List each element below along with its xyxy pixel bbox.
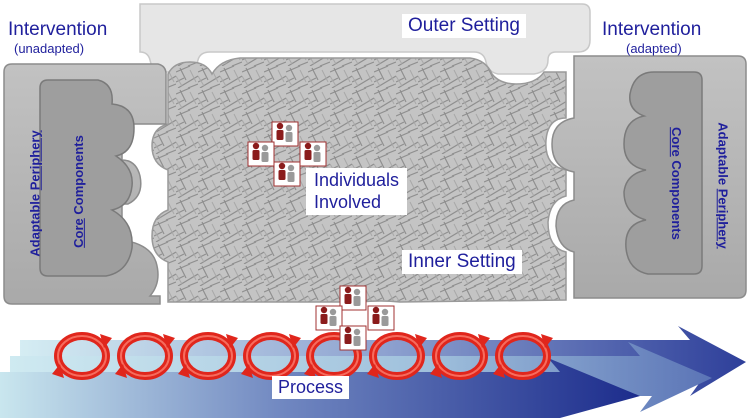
cycle-ring: [52, 332, 112, 380]
intervention-left-title: Intervention: [8, 19, 108, 40]
people-group-bottom: [315, 285, 395, 351]
person-icon: [261, 144, 269, 162]
cycle-ring: [178, 332, 238, 380]
individuals-line-1: Individuals: [314, 170, 400, 190]
person-icon: [320, 306, 328, 324]
right-core-components-label: Core Components: [669, 127, 684, 240]
person-icon: [344, 326, 352, 344]
person-icon: [329, 308, 337, 326]
right-adaptable-periphery-label: Adaptable Periphery: [716, 122, 731, 248]
person-card: [339, 325, 367, 351]
left-core-components-label: Core Components: [71, 135, 86, 248]
cycle-ring: [430, 332, 490, 380]
person-icon: [278, 162, 286, 180]
intervention-right-title: Intervention: [602, 19, 702, 40]
person-icon: [353, 288, 361, 306]
person-icon: [381, 308, 389, 326]
left-periphery-word: Periphery: [27, 130, 43, 191]
person-card: [367, 305, 395, 331]
person-card: [271, 121, 299, 147]
cycle-ring: [367, 332, 427, 380]
person-icon: [276, 122, 284, 140]
people-group-top: [247, 121, 327, 187]
process-cycles: [52, 332, 553, 380]
person-card: [339, 285, 367, 311]
individuals-line-2: Involved: [314, 191, 382, 212]
person-icon: [353, 328, 361, 346]
person-icon: [287, 164, 295, 182]
right-components-word: Components: [668, 160, 684, 240]
person-card: [273, 161, 301, 187]
inner-setting-label: Inner Setting: [402, 250, 522, 274]
person-icon: [344, 286, 352, 304]
left-core-word: Core: [70, 218, 86, 248]
person-icon: [285, 124, 293, 142]
intervention-right-subtitle: (adapted): [626, 41, 682, 56]
outer-setting-label: Outer Setting: [402, 14, 526, 38]
left-adaptable-word: Adaptable: [27, 193, 43, 257]
individuals-involved-label: Individuals Involved: [306, 168, 408, 216]
right-core-word: Core: [668, 127, 684, 157]
intervention-left-subtitle: (unadapted): [14, 41, 85, 56]
process-label: Process: [272, 376, 350, 399]
right-periphery-word: Periphery: [715, 188, 731, 249]
person-icon: [372, 306, 380, 324]
person-card: [299, 141, 327, 167]
cycle-ring: [241, 332, 301, 380]
left-adaptable-periphery-label: Adaptable Periphery: [28, 130, 43, 256]
person-card: [247, 141, 275, 167]
person-icon: [252, 142, 260, 160]
right-core-blob: [623, 71, 703, 275]
cycle-ring: [115, 332, 175, 380]
left-components-word: Components: [70, 135, 86, 215]
right-adaptable-word: Adaptable: [715, 122, 731, 186]
cycle-ring: [493, 332, 553, 380]
person-icon: [304, 142, 312, 160]
person-card: [315, 305, 343, 331]
person-icon: [313, 144, 321, 162]
left-core-blob: [39, 79, 135, 277]
